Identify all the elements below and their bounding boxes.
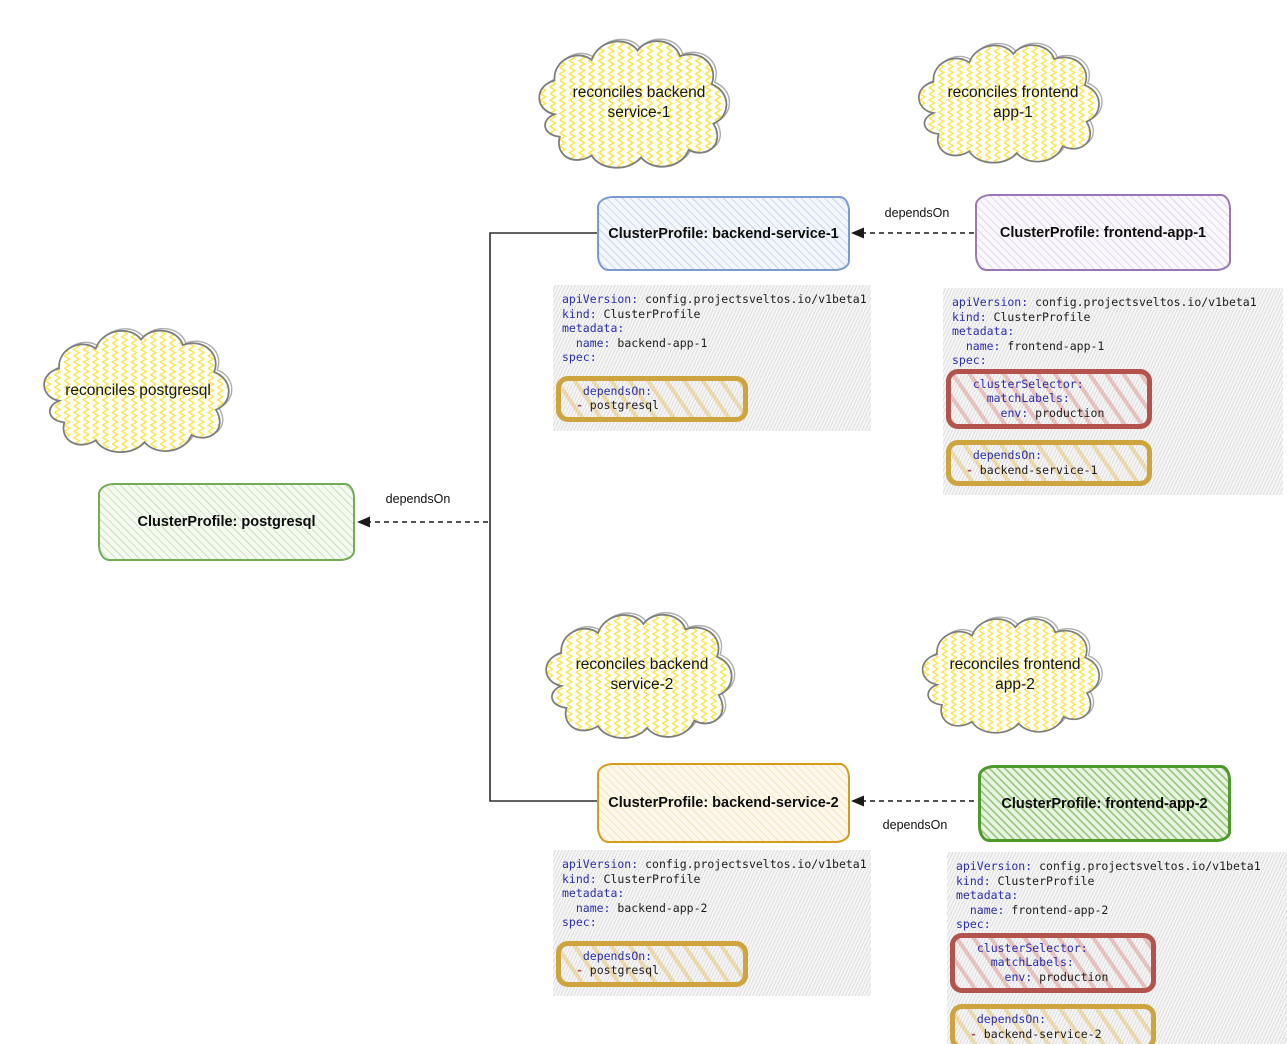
node-label: ClusterProfile: postgresql <box>137 514 316 530</box>
depends-on-label-postgresql: dependsOn <box>385 492 451 506</box>
yaml-highlight-gold: dependsOn: - backend-service-1 <box>946 440 1153 486</box>
yaml-highlight-gold: dependsOn: - postgresql <box>556 375 748 422</box>
cloud-label-frontend-app-2: reconciles frontend app-2 <box>910 646 1120 704</box>
cloud-text-line: service-2 <box>610 676 674 693</box>
clusterprofile-node-postgresql: ClusterProfile: postgresql <box>98 483 355 561</box>
yaml-backend-app-1: apiVersion: config.projectsveltos.io/v1b… <box>553 285 871 431</box>
yaml-frontend-app-2: apiVersion: config.projectsveltos.io/v1b… <box>947 852 1287 1044</box>
yaml-highlight-gold: dependsOn: - backend-service-2 <box>950 1004 1157 1044</box>
depends-on-label-top: dependsOn <box>884 206 950 220</box>
cloud-text-line: app-1 <box>993 104 1033 121</box>
yaml-backend-app-2: apiVersion: config.projectsveltos.io/v1b… <box>553 850 871 996</box>
cloud-label-frontend-app-1: reconciles frontend app-1 <box>908 74 1118 132</box>
cloud-label-backend-service-1: reconciles backend service-1 <box>534 74 744 132</box>
cloud-text-line: reconciles frontend <box>947 83 1079 101</box>
yaml-highlight-gold: dependsOn: - postgresql <box>556 940 748 987</box>
yaml-segment: apiVersion: config.projectsveltos.io/v1b… <box>956 859 1261 931</box>
depends-on-label-bottom: dependsOn <box>882 818 948 832</box>
clusterprofile-node-frontend-app-1: ClusterProfile: frontend-app-1 <box>975 194 1231 271</box>
arrowhead-frontend2-backend2 <box>851 795 864 807</box>
yaml-segment: apiVersion: config.projectsveltos.io/v1b… <box>952 295 1257 367</box>
cloud-label-postgresql: reconciles postgresql <box>33 362 243 420</box>
backend-services-connector-line <box>489 232 597 802</box>
yaml-highlight-red: clusterSelector: matchLabels: env: produ… <box>946 368 1153 429</box>
cloud-text-line: app-2 <box>995 676 1035 693</box>
cloud-text-line: reconciles postgresql <box>65 381 211 399</box>
yaml-highlight-red: clusterSelector: matchLabels: env: produ… <box>950 932 1157 993</box>
node-label: ClusterProfile: backend-service-1 <box>608 225 839 242</box>
clusterprofile-node-frontend-app-2: ClusterProfile: frontend-app-2 <box>978 765 1231 842</box>
cloud-text-line: reconciles frontend <box>949 655 1081 673</box>
cloud-text-line: reconciles backend <box>572 83 706 101</box>
clusterprofile-node-backend-service-1: ClusterProfile: backend-service-1 <box>597 196 850 271</box>
yaml-frontend-app-1: apiVersion: config.projectsveltos.io/v1b… <box>943 288 1283 495</box>
node-label: ClusterProfile: frontend-app-2 <box>1001 795 1208 812</box>
clusterprofile-node-backend-service-2: ClusterProfile: backend-service-2 <box>597 763 850 843</box>
arrowhead-frontend1-backend1 <box>851 227 864 239</box>
cloud-text-line: reconciles backend <box>575 655 709 673</box>
node-label: ClusterProfile: backend-service-2 <box>608 795 839 811</box>
arrowhead-postgresql <box>357 516 370 528</box>
yaml-segment: apiVersion: config.projectsveltos.io/v1b… <box>562 857 867 929</box>
cloud-label-backend-service-2: reconciles backend service-2 <box>537 646 747 704</box>
node-label: ClusterProfile: frontend-app-1 <box>999 224 1207 241</box>
cloud-text-line: service-1 <box>607 104 671 121</box>
yaml-segment: apiVersion: config.projectsveltos.io/v1b… <box>562 292 867 364</box>
